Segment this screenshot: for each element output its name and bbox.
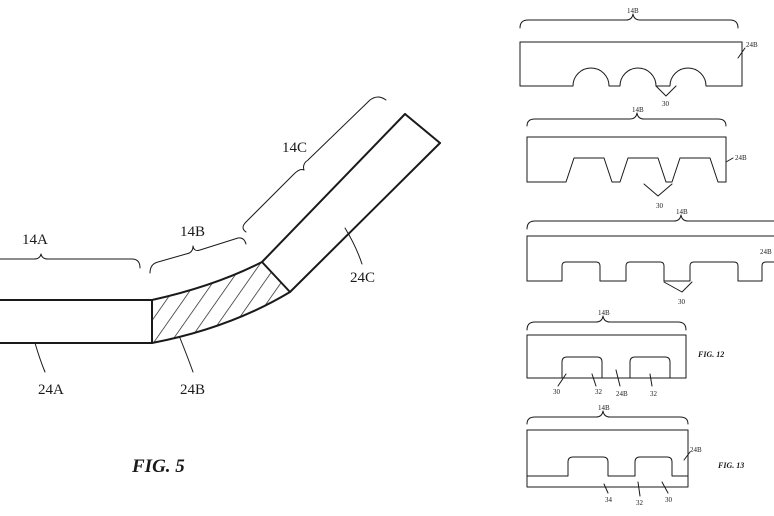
panel-trapezoid-grooves: 14B 24B 30 [526,106,747,210]
label-24b-p2: 24B [735,154,747,162]
leader-32-p5 [637,481,641,497]
fig5-diagram: 14A 14B 14C 24A 24B 24C FIG. 5 [0,96,441,477]
divider-24b-24c [261,261,291,293]
label-24b-p5: 24B [690,446,702,454]
label-32b-p4: 32 [650,390,658,398]
panel-semicircle-grooves: 14B 24B 30 [519,7,758,108]
leader-24a [34,342,46,373]
hatched-insert-32b [629,356,671,379]
label-14b: 14B [180,224,205,240]
label-34-p5: 34 [605,496,613,504]
bracket-14b-p5 [526,410,689,425]
bracket-14b-p1 [519,13,739,29]
label-30-p5: 30 [665,496,673,504]
pointer-30-p2 [643,183,673,197]
fig12-caption: FIG. 12 [697,350,724,359]
bracket-14b-p2 [526,112,727,127]
leader-24c [344,227,363,265]
label-14b-p4: 14B [598,309,610,317]
panel-fig13: 14B 24B FIG. 13 34 32 30 [526,404,744,507]
layer-bottom-p1 [519,67,743,87]
label-24b-p1: 24B [746,41,758,49]
leader-24b-p4 [615,369,621,387]
label-14c: 14C [282,140,307,156]
panel-fig12: 14B FIG. 12 30 32 24B 32 [526,309,724,398]
label-30-p3: 30 [678,298,686,306]
label-24a: 24A [38,382,64,398]
label-24c: 24C [350,270,375,286]
leader-24b-p1 [737,47,746,59]
strip-bottom-edge [0,142,441,344]
label-24b-p4: 24B [616,390,628,398]
bracket-14b [149,237,247,274]
leader-32b-p4 [649,373,653,387]
bracket-14a [0,253,141,269]
bracket-14b-p3 [526,214,774,230]
leader-24b [179,337,194,373]
label-14b-p1: 14B [627,7,639,15]
fig13-caption: FIG. 13 [717,461,744,470]
label-14b-p5: 14B [598,404,610,412]
fig5-caption: FIG. 5 [131,456,185,477]
label-14b-p2: 14B [632,106,644,114]
label-14b-p3: 14B [676,208,688,216]
hatched-insert-32a [561,356,603,379]
label-32a-p4: 32 [595,388,603,396]
leader-34-p5 [603,483,609,494]
leader-32a-p4 [591,373,597,387]
hatched-base-34 [526,456,689,488]
label-24b-p3: 24B [760,248,772,256]
label-30-p1: 30 [662,100,670,108]
layer-bottom-p3 [526,261,774,282]
leader-30-p5 [661,481,669,494]
label-30-p2: 30 [656,202,664,210]
pointer-30-p3 [663,281,693,293]
strip-top-edge [0,113,406,301]
label-30-p4: 30 [553,388,561,396]
strip-end-cap [404,113,441,144]
hatched-region-24b [152,262,290,343]
layer-bottom-p2 [526,157,727,183]
label-14a: 14A [22,232,48,248]
leader-24b-p5 [683,451,691,461]
label-32-p5: 32 [636,499,644,507]
bracket-14b-p4 [526,315,687,331]
label-24b: 24B [180,382,205,398]
layer-outline-p4 [526,334,687,379]
pointer-30-p1 [655,85,677,97]
leader-24b-p2 [725,157,734,163]
leader-30-p4 [557,373,567,387]
bracket-14c [242,96,387,233]
panel-rect-grooves: 14B 24B 30 [526,208,774,306]
